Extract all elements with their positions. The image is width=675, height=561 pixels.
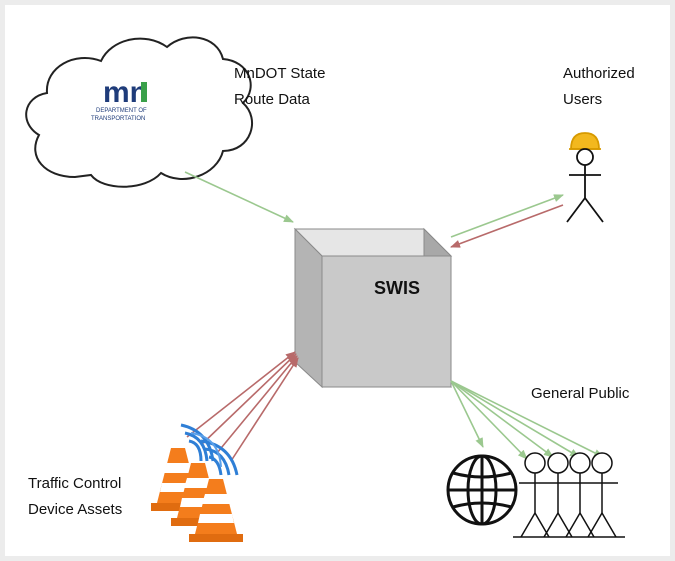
traffic-assets-line1: Traffic Control (28, 475, 122, 492)
logo-sub-1: DEPARTMENT OF (96, 108, 147, 114)
people-group-icon (513, 452, 625, 538)
arrow-cloud-to-swis (184, 171, 294, 223)
stick-figure-icon (566, 132, 604, 223)
state-route-data-label: MnDOT State Route Data (234, 61, 325, 113)
authorized-users-label: Authorized Users (563, 61, 635, 113)
cloud-icon (25, 36, 253, 188)
arrows-from-assets (186, 351, 299, 462)
state-route-data-line1: MnDOT State (234, 65, 326, 82)
mndot-logo: mn DEPARTMENT OF TRANSPORTATION (91, 76, 148, 122)
logo-mn-text: mn (103, 76, 148, 109)
arrow-users-to-swis (450, 204, 564, 248)
authorized-users-line2: Users (563, 91, 603, 108)
traffic-cone-icon (151, 448, 243, 542)
traffic-assets-label: Traffic Control Device Assets (28, 471, 122, 523)
state-route-data-line2: Route Data (234, 91, 310, 108)
diagram-svg: mn DEPARTMENT OF TRANSPORTATION (25, 36, 625, 542)
globe-icon (446, 454, 518, 526)
hardhat-icon (570, 132, 600, 150)
traffic-assets-line2: Device Assets (28, 501, 123, 518)
logo-sub-2: TRANSPORTATION (91, 116, 145, 122)
cube-icon (293, 227, 453, 389)
wireless-signal-icon (180, 423, 239, 476)
diagram-canvas: mn DEPARTMENT OF TRANSPORTATION (5, 5, 670, 556)
arrow-swis-to-users (450, 194, 564, 238)
arrows-to-public (450, 380, 604, 460)
general-public-label: General Public (531, 385, 630, 402)
swis-label: SWIS (374, 278, 421, 298)
authorized-users-line1: Authorized (563, 65, 635, 82)
